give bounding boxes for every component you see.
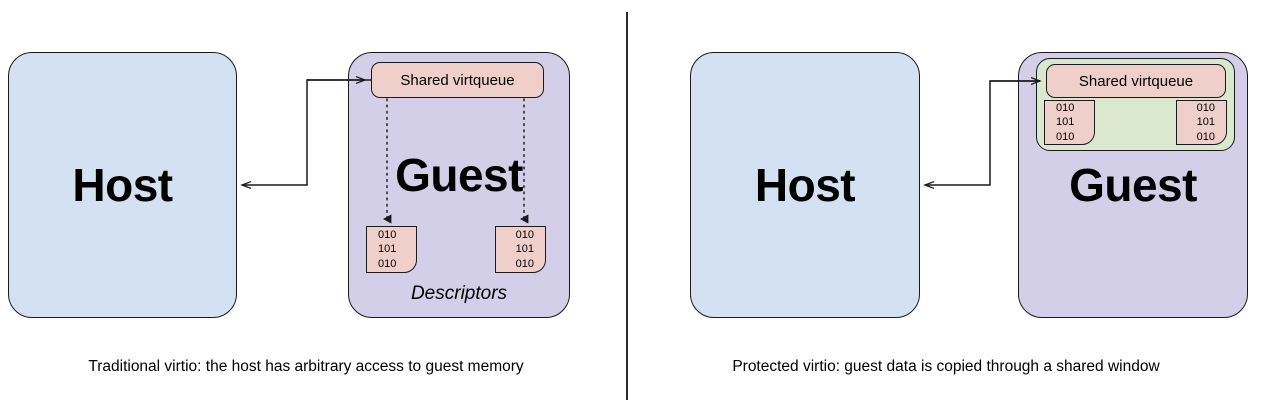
descriptor-bits: 010	[1056, 130, 1075, 143]
host-box-traditional	[8, 52, 237, 318]
descriptor-bits: 101	[378, 243, 397, 256]
guest-label-protected: Guest	[1069, 159, 1197, 211]
panel-divider	[626, 12, 628, 400]
descriptor-bits: 010	[515, 257, 534, 270]
descriptor-bits: 010	[378, 257, 397, 270]
host-box-protected	[690, 52, 920, 318]
caption-traditional: Traditional virtio: the host has arbitra…	[88, 358, 524, 375]
descriptor-block: 010 101 010	[1176, 100, 1227, 145]
host-label-protected: Host	[754, 159, 856, 211]
descriptor-bits: 010	[1196, 130, 1215, 143]
descriptor-bits: 010	[1196, 101, 1215, 114]
guest-label-traditional: Guest	[395, 149, 523, 201]
shared-virtqueue-protected: Shared virtqueue	[1046, 64, 1226, 98]
descriptor-block: 010 101 010	[495, 226, 546, 273]
descriptor-bits: 101	[1056, 116, 1075, 129]
shared-virtqueue-traditional: Shared virtqueue	[371, 62, 544, 98]
caption-protected: Protected virtio: guest data is copied t…	[732, 358, 1160, 375]
host-label-traditional: Host	[72, 159, 173, 211]
descriptor-bits: 010	[1056, 101, 1075, 114]
descriptor-bits: 101	[515, 243, 534, 256]
descriptor-bits: 010	[378, 228, 397, 241]
descriptors-caption: Descriptors	[410, 283, 508, 304]
descriptor-bits: 010	[515, 228, 534, 241]
descriptor-block: 010 101 010	[366, 226, 417, 273]
descriptor-block: 010 101 010	[1044, 100, 1095, 145]
descriptor-bits: 101	[1196, 116, 1215, 129]
